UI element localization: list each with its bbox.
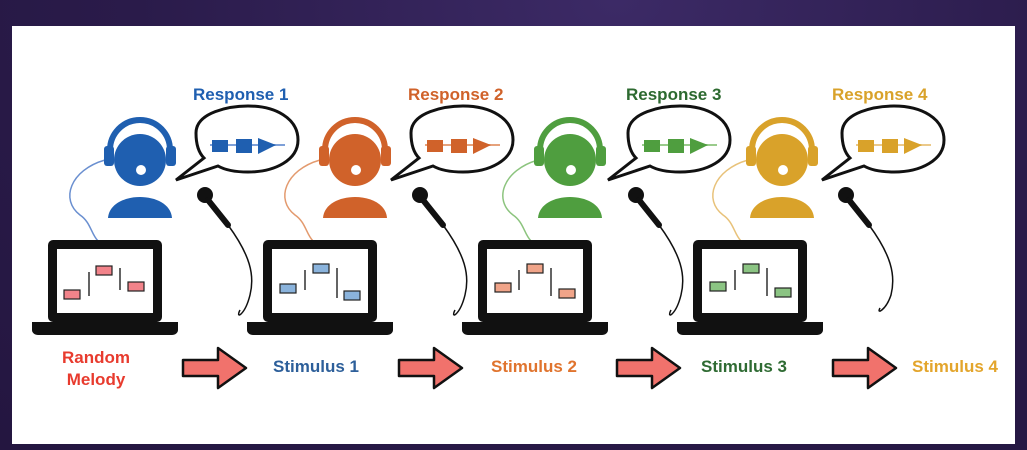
stimulus-3-label: Stimulus 3 — [701, 357, 787, 376]
headset-cable-icon — [712, 159, 754, 246]
person-headset-icon — [104, 117, 176, 218]
arrow-right-icon — [397, 346, 464, 390]
headset-cable-icon — [69, 159, 111, 246]
speech-bubble-icon — [607, 104, 732, 182]
response-1-label: Response 1 — [193, 85, 289, 104]
stimulus-4-label: Stimulus 4 — [912, 357, 998, 376]
laptop-icon — [32, 240, 178, 335]
microphone-icon — [412, 187, 468, 316]
speech-bubble-icon — [821, 104, 946, 182]
microphone-icon — [628, 187, 684, 316]
speech-bubble-icon — [390, 104, 515, 182]
arrow-right-icon — [615, 346, 682, 390]
microphone-icon — [197, 187, 253, 316]
response-3-label: Response 3 — [626, 85, 722, 104]
laptop-icon — [677, 240, 823, 335]
stimulus-2-label: Stimulus 2 — [491, 357, 577, 376]
random-melody-label: Random Melody — [62, 347, 130, 391]
arrow-right-icon — [181, 346, 248, 390]
microphone-icon — [838, 187, 894, 312]
speech-bubble-icon — [175, 104, 300, 182]
person-headset-icon — [319, 117, 391, 218]
person-headset-icon — [746, 117, 818, 218]
unit-1 — [32, 104, 300, 335]
laptop-icon — [247, 240, 393, 335]
arrow-right-icon — [831, 346, 898, 390]
headset-cable-icon — [502, 159, 544, 246]
unit-3 — [462, 104, 732, 335]
response-4-label: Response 4 — [832, 85, 928, 104]
laptop-icon — [462, 240, 608, 335]
person-headset-icon — [534, 117, 606, 218]
stimulus-1-label: Stimulus 1 — [273, 357, 359, 376]
random-melody-line1: Random — [62, 348, 130, 367]
headset-cable-icon — [284, 159, 326, 246]
unit-4 — [677, 104, 946, 335]
random-melody-line2: Melody — [66, 370, 126, 389]
response-2-label: Response 2 — [408, 85, 504, 104]
unit-2 — [247, 104, 515, 335]
